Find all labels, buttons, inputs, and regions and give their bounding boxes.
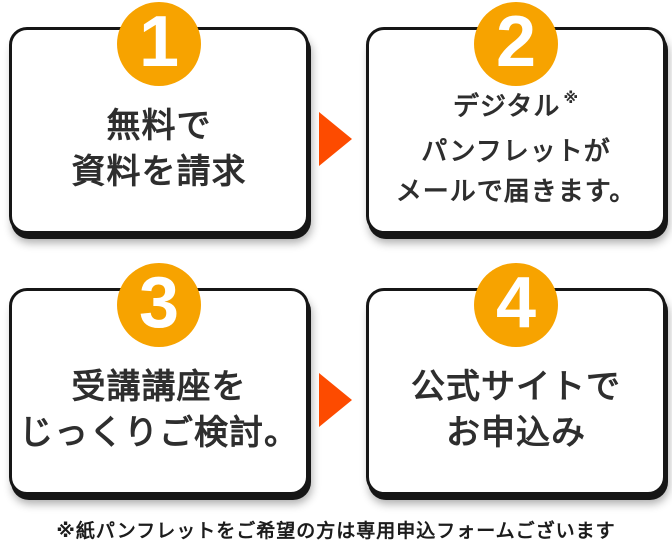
step-1-text: 無料で 資料を請求 — [12, 30, 306, 231]
step-1-number-badge: 1 — [117, 2, 201, 86]
step-4: 公式サイトで お申込み 4 — [366, 263, 666, 498]
step-3-text: 受講講座を じっくりご検討。 — [12, 291, 306, 492]
step-number: 2 — [495, 2, 537, 82]
step-text-line: お申込み — [446, 413, 586, 452]
step-text: デジタル — [452, 91, 561, 121]
step-2: デジタル※ パンフレットが メールで届きます。 2 — [366, 2, 666, 237]
arrow-right-icon — [319, 112, 352, 166]
reference-mark: ※ — [563, 90, 580, 107]
step-4-number-badge: 4 — [474, 263, 558, 347]
footnote: ※紙パンフレットをご希望の方は専用申込フォームございます — [56, 521, 616, 542]
step-text-line: 無料で — [106, 106, 212, 145]
step-text-line: パンフレットが — [421, 136, 611, 166]
step-number: 4 — [495, 263, 537, 343]
step-text-line: 資料を請求 — [71, 152, 247, 191]
step-number: 1 — [138, 2, 180, 82]
step-number: 3 — [138, 263, 180, 343]
step-text-line: デジタル※ — [453, 86, 579, 131]
step-text-line: メールで届きます。 — [395, 176, 637, 206]
step-4-text: 公式サイトで お申込み — [369, 291, 663, 492]
step-3: 受講講座を じっくりご検討。 3 — [9, 263, 309, 498]
step-text-line: じっくりご検討。 — [19, 413, 299, 452]
step-2-text: デジタル※ パンフレットが メールで届きます。 — [369, 30, 663, 231]
step-1: 無料で 資料を請求 1 — [9, 2, 309, 237]
step-3-number-badge: 3 — [117, 263, 201, 347]
step-text-line: 受講講座を — [71, 367, 247, 406]
step-text-line: 公式サイトで — [411, 367, 621, 406]
arrow-right-icon — [319, 373, 352, 427]
step-2-number-badge: 2 — [474, 2, 558, 86]
